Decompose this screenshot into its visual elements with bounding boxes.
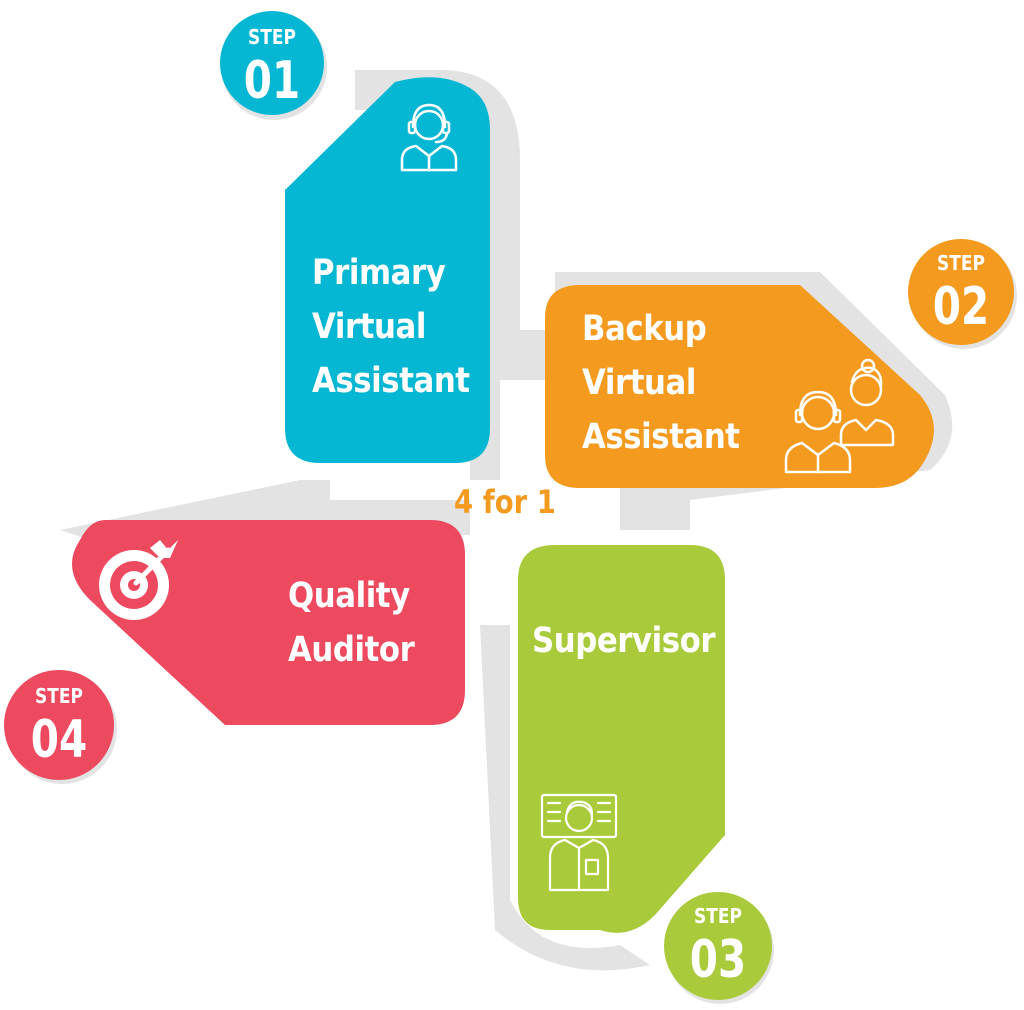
target-icon xyxy=(99,540,178,620)
step3-word: STEP xyxy=(694,904,742,928)
step4-badge xyxy=(4,670,114,780)
step1-word: STEP xyxy=(248,25,296,49)
step1-badge xyxy=(220,11,324,115)
step2-number: 02 xyxy=(932,277,990,337)
step4-word: STEP xyxy=(35,684,83,708)
step2-label-line1: Backup xyxy=(582,309,707,349)
step3-label: Supervisor xyxy=(532,614,716,668)
step3-panel xyxy=(518,545,725,933)
center-label: 4 for 1 xyxy=(454,483,556,521)
step2-panel xyxy=(545,285,934,488)
step1-label-line3: Assistant xyxy=(312,361,470,401)
step4-panel xyxy=(72,520,465,725)
step2-label-line2: Virtual xyxy=(582,363,696,403)
step1-panel xyxy=(285,77,490,463)
step4-number: 04 xyxy=(30,710,88,770)
step4-label: Quality Auditor xyxy=(288,569,415,677)
step3-number: 03 xyxy=(689,930,747,990)
supervisor-board-icon xyxy=(540,793,618,892)
step4-label-line2: Auditor xyxy=(288,630,415,670)
step1-label-line2: Virtual xyxy=(312,307,426,347)
step3-label-line1: Supervisor xyxy=(532,621,716,661)
step2-label: Backup Virtual Assistant xyxy=(582,302,740,464)
step4-label-line1: Quality xyxy=(288,576,410,616)
step1-label-line1: Primary xyxy=(312,253,446,293)
step1-number: 01 xyxy=(243,51,301,111)
two-agents-icon xyxy=(784,358,895,474)
step3-badge xyxy=(664,892,772,1000)
step2-word: STEP xyxy=(937,251,985,275)
step2-badge xyxy=(908,239,1014,345)
step2-label-line3: Assistant xyxy=(582,417,740,457)
step1-label: Primary Virtual Assistant xyxy=(312,246,470,408)
headset-agent-icon xyxy=(400,103,458,172)
